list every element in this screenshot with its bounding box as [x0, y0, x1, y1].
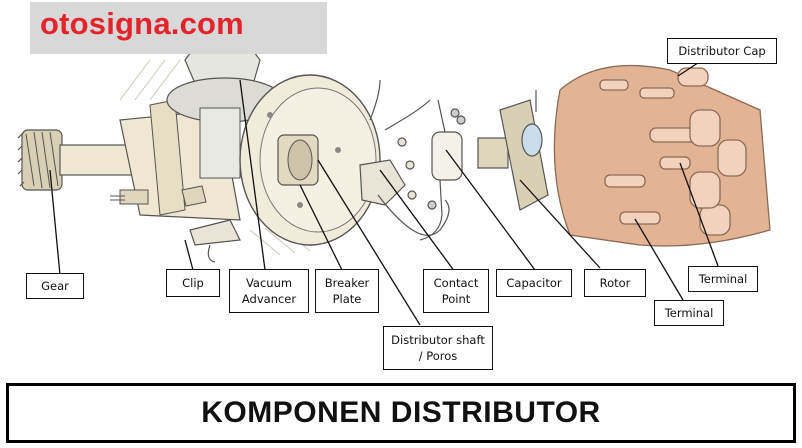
- label-terminal-lower: Terminal: [654, 300, 724, 326]
- label-breaker-plate: Breaker Plate: [315, 269, 379, 313]
- label-gear: Gear: [26, 273, 84, 299]
- breaker-plate-part: [239, 74, 381, 246]
- gear-part: [17, 129, 63, 191]
- label-distributor-shaft: Distributor shaft / Poros: [383, 326, 493, 370]
- label-rotor: Rotor: [584, 269, 646, 297]
- capacitor-part: [419, 99, 466, 241]
- label-contact-point: Contact Point: [423, 269, 489, 313]
- housing-part: [59, 99, 241, 221]
- brand-banner: otosigna.com: [30, 2, 327, 54]
- label-distributor-cap: Distributor Cap: [667, 38, 777, 64]
- label-clip: Clip: [166, 269, 220, 297]
- rotor-part: [477, 90, 549, 211]
- label-capacitor: Capacitor: [496, 269, 572, 297]
- contact-point-part: [359, 79, 450, 236]
- leader-lines: [49, 54, 719, 326]
- label-terminal-upper: Terminal: [688, 266, 758, 292]
- distributor-cap-part: [553, 64, 771, 247]
- page-title: KOMPONEN DISTRIBUTOR: [201, 396, 601, 429]
- brand-logo-text: otosigna.com: [40, 6, 244, 41]
- clip-part: [189, 219, 241, 263]
- title-box: KOMPONEN DISTRIBUTOR: [6, 383, 796, 443]
- label-vacuum-advancer: Vacuum Advancer: [229, 269, 309, 313]
